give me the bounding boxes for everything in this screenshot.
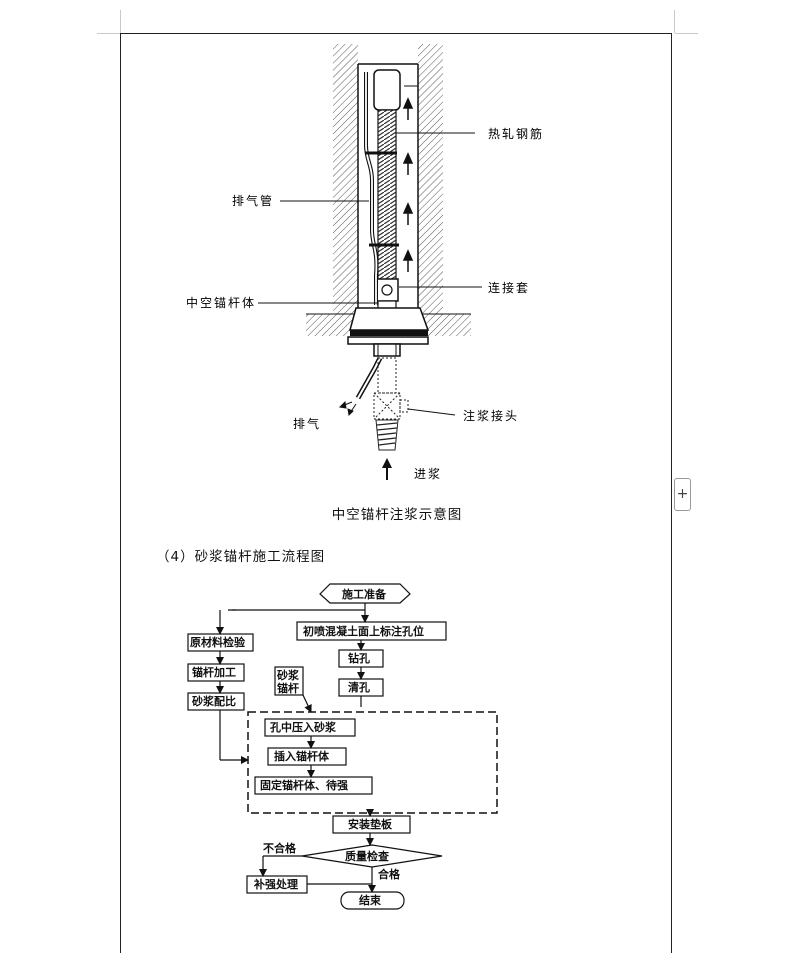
press-mortar-node: [264, 718, 356, 737]
inspect-material-label: 原材料检验: [190, 635, 246, 649]
mortar-ratio-label: 砂浆配比: [192, 694, 236, 708]
rock-left: [333, 44, 358, 314]
mark-holes-node: [296, 621, 447, 641]
rock-bottom-right: [418, 314, 471, 336]
label-hollow-body: 中空锚杆体: [186, 295, 256, 310]
insert-body-label: 插入锚杆体: [274, 749, 330, 763]
mortar-anchor-label-1: 砂浆: [277, 668, 300, 682]
process-anchor-label: 锚杆加工: [192, 665, 236, 679]
quality-check-label: 质量检查: [345, 849, 389, 863]
fix-wait-label: 固定锚杆体、待强: [260, 778, 348, 792]
crop-mark-top-left-h: [97, 33, 120, 34]
pass-label: 合格: [378, 867, 401, 881]
nut: [373, 343, 401, 357]
flow-arrows: [402, 97, 414, 272]
crop-mark-top-left-v: [120, 10, 121, 33]
crop-mark-top-right-v: [674, 10, 675, 33]
section-heading: （4）砂浆锚杆施工流程图: [156, 549, 326, 565]
figure-caption: 中空锚杆注浆示意图: [331, 507, 463, 523]
drill-label: 钻孔: [348, 651, 370, 665]
label-grout-in: 进浆: [414, 466, 442, 481]
hollow-anchor-diagram: 热轧钢筋 排气管 连接套 中空锚杆体 排气 注浆接头 进浆: [186, 44, 544, 481]
label-grout-joint: 注浆接头: [463, 408, 519, 423]
start-node: [319, 583, 411, 604]
crop-mark-top-right-h: [675, 33, 698, 34]
rock-bottom-left: [306, 314, 358, 336]
end-label: 结束: [358, 893, 382, 907]
label-exhaust: 排气: [293, 416, 321, 431]
clean-label: 清孔: [348, 680, 370, 694]
label-exhaust-pipe: 排气管: [232, 193, 274, 208]
reinforce-label: 补强处理: [253, 877, 298, 891]
label-coupler: 连接套: [488, 280, 530, 295]
rock-right: [418, 44, 443, 314]
add-button[interactable]: +: [674, 478, 691, 511]
start-label: 施工准备: [342, 587, 387, 601]
label-rebar: 热轧钢筋: [488, 126, 544, 141]
press-mortar-label: 孔中压入砂浆: [270, 720, 337, 734]
install-plate-label: 安装垫板: [348, 817, 393, 831]
mortar-anchor-node: [274, 666, 304, 696]
fail-label: 不合格: [263, 841, 297, 855]
mortar-anchor-label-2: 锚杆: [277, 681, 299, 695]
quality-check-node: [301, 844, 443, 868]
mark-holes-label: 初喷混凝土面上标注孔位: [303, 624, 424, 638]
